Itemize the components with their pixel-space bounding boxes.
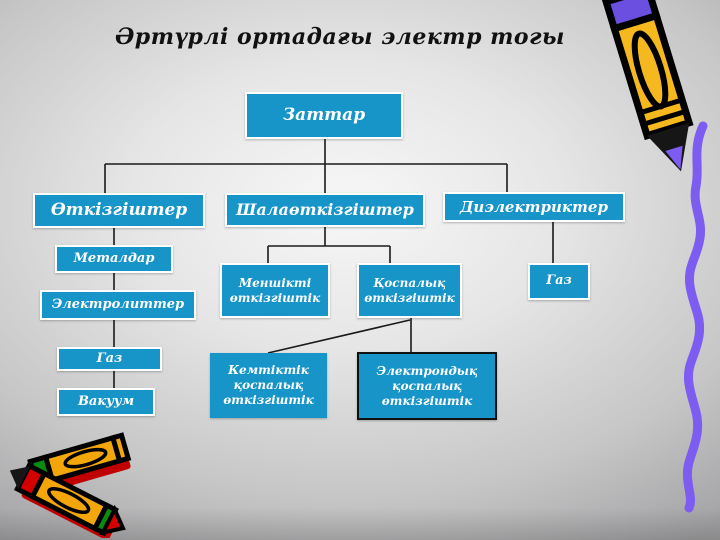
node-hole-impurity-conductivity: Кемтіктік қоспалық өткізгіштік — [210, 353, 327, 418]
node-gas-conductor: Газ — [57, 347, 162, 371]
slide-title: Әртүрлі ортадағы электр тогы — [115, 24, 565, 50]
crayons-clipart-icon — [9, 432, 132, 538]
node-gas-dielectric: Газ — [528, 263, 590, 300]
pencil-clipart-icon — [601, 0, 694, 172]
node-vacuum: Вакуум — [57, 388, 155, 416]
node-substances: Заттар — [245, 92, 403, 139]
node-impurity-conductivity: Қоспалық өткізгіштік — [357, 263, 462, 318]
node-intrinsic-conductivity: Меншікті өткізгіштік — [220, 263, 330, 318]
node-electrolytes: Электролиттер — [40, 290, 196, 320]
node-conductors: Өткізгіштер — [33, 193, 205, 228]
node-dielectrics: Диэлектриктер — [443, 192, 625, 222]
node-semiconductors: Шалаөткізгіштер — [225, 193, 425, 227]
node-electron-impurity-conductivity: Электрондық қоспалық өткізгіштік — [357, 352, 497, 420]
node-metals: Металдар — [55, 245, 173, 273]
